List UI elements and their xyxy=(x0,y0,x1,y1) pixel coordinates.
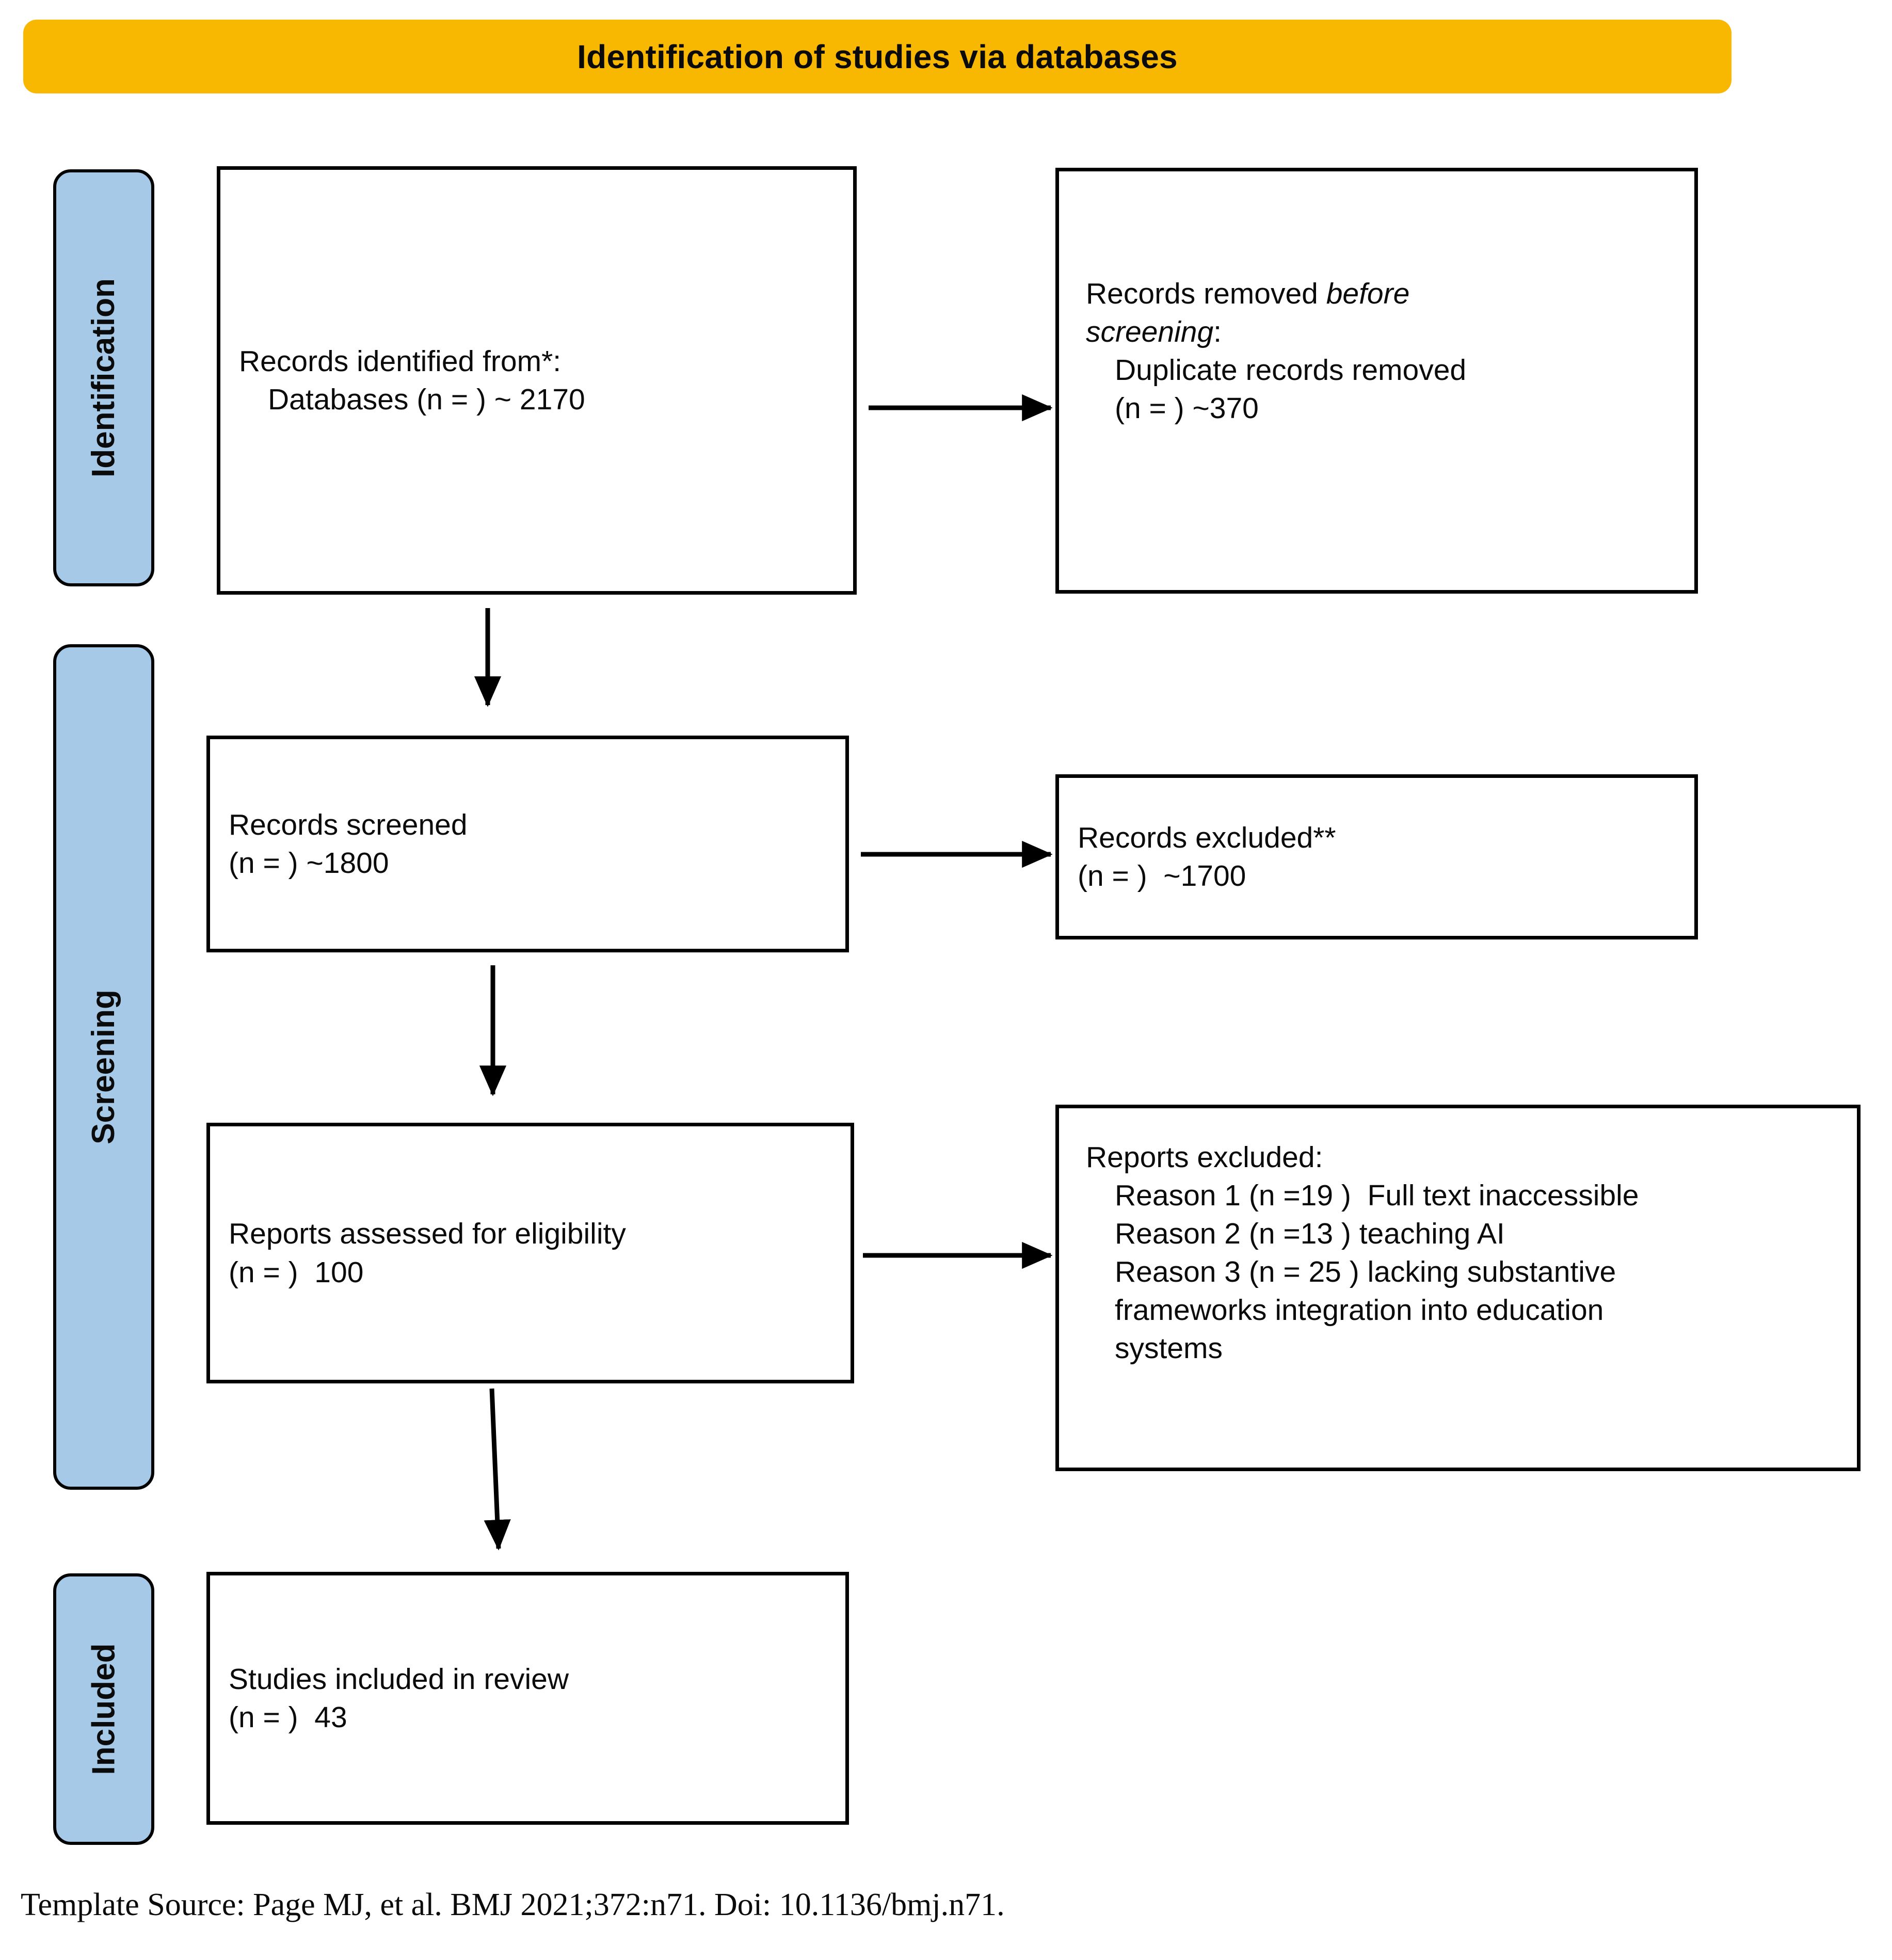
stage-band-included: Included xyxy=(53,1573,154,1845)
reports-eligibility-line-2: (n = ) 100 xyxy=(229,1255,364,1289)
records-excluded-line-2: (n = ) ~1700 xyxy=(1078,859,1246,893)
records-screened-line-1: Records screened xyxy=(229,808,468,841)
studies-included-line-1: Studies included in review xyxy=(229,1662,569,1696)
records-identified-line-1: Records identified from*: xyxy=(239,344,562,378)
box-studies-included: Studies included in review (n = ) 43 xyxy=(206,1572,849,1825)
reports-excluded-reason-1: Reason 1 (n =19 ) Full text inaccessible xyxy=(1115,1179,1639,1213)
records-removed-em-screening: screening xyxy=(1086,315,1214,349)
studies-included-line-2: (n = ) 43 xyxy=(229,1701,347,1734)
stage-band-screening: Screening xyxy=(53,644,154,1490)
template-source-note: Template Source: Page MJ, et al. BMJ 202… xyxy=(21,1887,1005,1922)
records-removed-colon: : xyxy=(1213,315,1222,349)
reports-excluded-reason-2: Reason 2 (n =13 ) teaching AI xyxy=(1115,1217,1505,1251)
records-removed-em-before: before xyxy=(1326,277,1410,310)
box-reports-excluded-text: Reports excluded: Reason 1 (n =19 ) Full… xyxy=(1059,1138,1857,1368)
stage-label-included: Included xyxy=(86,1643,121,1775)
box-records-excluded: Records excluded** (n = ) ~1700 xyxy=(1055,774,1698,939)
box-records-screened: Records screened (n = ) ~1800 xyxy=(206,736,849,952)
box-records-removed-before-screening: Records removed before screening: Duplic… xyxy=(1055,168,1698,594)
box-reports-assessed-eligibility: Reports assessed for eligibility (n = ) … xyxy=(206,1123,854,1383)
stage-band-identification: Identification xyxy=(53,169,154,586)
box-records-screened-text: Records screened (n = ) ~1800 xyxy=(210,806,845,882)
box-reports-eligibility-text: Reports assessed for eligibility (n = ) … xyxy=(210,1215,851,1291)
records-removed-lead: Records removed xyxy=(1086,277,1326,310)
diagram-title: Identification of studies via databases xyxy=(577,38,1178,75)
box-records-identified: Records identified from*: Databases (n =… xyxy=(217,166,857,595)
reports-excluded-reason-3-cont-1: frameworks integration into education xyxy=(1115,1294,1604,1327)
records-removed-line-2: screening: xyxy=(1086,313,1676,351)
records-identified-line-2: Databases (n = ) ~ 2170 xyxy=(268,383,585,416)
stage-label-screening: Screening xyxy=(86,990,121,1144)
arrow-eligibility-to-included xyxy=(484,1388,511,1551)
reports-eligibility-line-1: Reports assessed for eligibility xyxy=(229,1217,626,1251)
box-studies-included-text: Studies included in review (n = ) 43 xyxy=(210,1660,845,1736)
box-records-excluded-text: Records excluded** (n = ) ~1700 xyxy=(1059,819,1694,895)
records-removed-line-4: (n = ) ~370 xyxy=(1115,392,1259,425)
diagram-header-banner: Identification of studies via databases xyxy=(23,20,1731,93)
records-screened-line-2: (n = ) ~1800 xyxy=(229,847,389,880)
reports-excluded-line-1: Reports excluded: xyxy=(1086,1141,1323,1174)
reports-excluded-reason-3-cont-2: systems xyxy=(1115,1332,1223,1365)
records-excluded-line-1: Records excluded** xyxy=(1078,821,1336,854)
box-records-removed-text: Records removed before screening: Duplic… xyxy=(1059,275,1694,427)
stage-label-identification: Identification xyxy=(86,278,121,477)
reports-excluded-reason-3: Reason 3 (n = 25 ) lacking substantive xyxy=(1115,1255,1616,1289)
records-removed-line-1: Records removed before xyxy=(1086,275,1676,313)
box-reports-excluded: Reports excluded: Reason 1 (n =19 ) Full… xyxy=(1055,1105,1861,1471)
records-removed-line-3: Duplicate records removed xyxy=(1115,354,1467,387)
box-records-identified-text: Records identified from*: Databases (n =… xyxy=(220,342,853,419)
